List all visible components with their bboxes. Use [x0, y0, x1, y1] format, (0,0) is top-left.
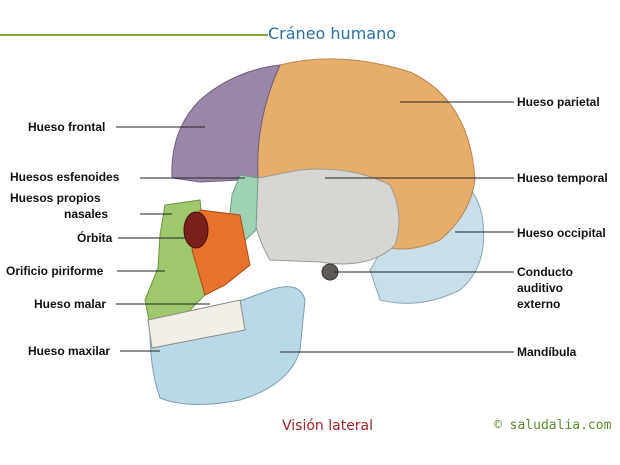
- label-sphenoid: Huesos esfenoides: [10, 170, 120, 184]
- credit-link[interactable]: © saludalia.com: [494, 418, 612, 433]
- label-ear-2: auditivo: [517, 281, 564, 295]
- leader-lines: [116, 101, 514, 353]
- diagram-title: Cráneo humano: [268, 24, 397, 43]
- teeth: [147, 299, 246, 349]
- label-parietal: Hueso parietal: [517, 95, 600, 109]
- view-caption: Visión lateral: [282, 418, 374, 434]
- label-nasal-2: nasales: [64, 207, 109, 221]
- label-ear-1: Conducto: [517, 265, 573, 279]
- label-occipital: Hueso occipital: [517, 226, 606, 240]
- mandible-bone: [149, 286, 306, 405]
- label-orbit: Órbita: [77, 231, 113, 245]
- label-mandible: Mandíbula: [517, 345, 577, 359]
- label-nasal-1: Huesos propios: [10, 191, 101, 205]
- label-temporal: Hueso temporal: [517, 171, 608, 185]
- label-maxilla: Hueso maxilar: [28, 344, 111, 358]
- title-rule: [0, 34, 268, 36]
- label-frontal: Hueso frontal: [28, 120, 106, 134]
- label-ear-3: externo: [517, 297, 561, 311]
- label-piriform: Orificio piriforme: [6, 264, 104, 278]
- label-malar: Hueso malar: [34, 297, 107, 311]
- temporal-bone: [251, 168, 400, 265]
- frontal-bone: [171, 64, 281, 183]
- orbit: [183, 211, 209, 249]
